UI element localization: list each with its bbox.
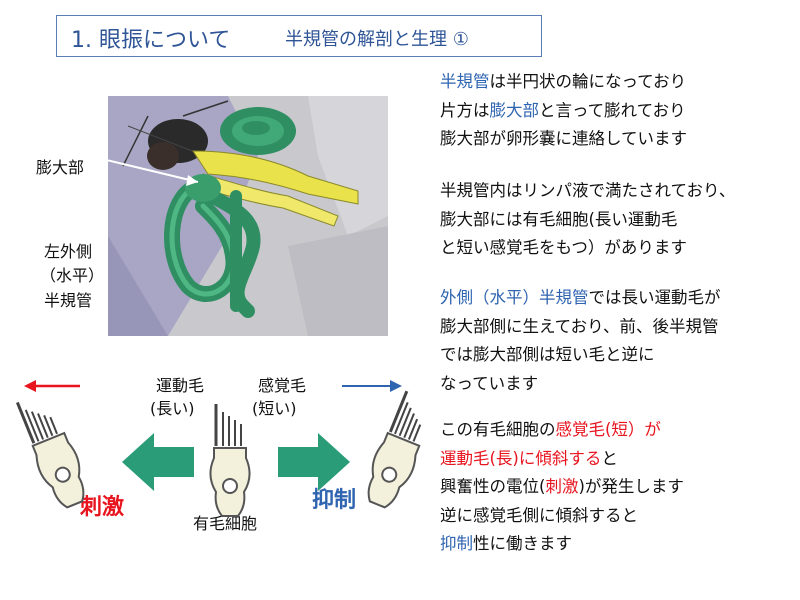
stereocilia-label-line2: (短い) [252,399,297,418]
p4-term-stereocilia: 感覚毛(短）が [555,420,661,439]
p3-line3: では膨大部側は短い毛と逆に [440,345,655,364]
p4-line1: この有毛細胞の感覚毛(短）が [440,416,684,445]
left-lateral-label-line2: （水平） [40,266,105,285]
right-green-arrow-icon [278,433,350,491]
p4-term-inhibition: 抑制 [440,534,473,553]
hair-cell-upright-icon [209,404,251,517]
p1-line2-text-c: と言って膨れており [539,100,686,120]
kinocilium-label-line2: (長い) [150,399,195,418]
kinocilium-label-line1: 運動毛 [156,376,205,395]
paragraph-stimulation: この有毛細胞の感覚毛(短）が 運動毛(長)に傾斜すると 興奮性の電位(刺激)が発… [440,416,684,559]
left-lateral-label-line3: 半規管 [44,291,93,310]
paragraph-orientation: 外側（水平）半規管では長い運動毛が 膨大部側に生えており、前、後半規管 では膨大… [440,284,721,398]
ampulla-label: 膨大部 [36,158,85,177]
hair-cell-label: 有毛細胞 [193,514,258,533]
stereocilia-label-line1: 感覚毛 [258,376,307,395]
p1-line1-text: は半円状の輪になっており [489,72,687,91]
left-lateral-label-line1: 左外側 [44,242,93,261]
p3-line4: なっています [440,373,539,393]
p3-line1: 外側（水平）半規管では長い運動毛が [440,284,721,313]
anatomy-drawing [108,96,388,336]
semicircular-canal-illustration [108,96,388,336]
inhibition-label: 抑制 [312,488,357,513]
left-green-arrow-icon [122,433,194,491]
p1-line1: 半規管は半円状の輪になっており [440,68,687,97]
title-main: 1. 眼振について [71,28,231,53]
p4-line3-text-a: 興奮性の電位( [440,477,546,496]
hair-cell-tilted-left-icon [15,401,85,509]
title-box: 1. 眼振について 半規管の解剖と生理 ① [56,15,542,57]
p4-line3-text-c: )が発生します [578,477,684,496]
p3-line1-text: では長い運動毛が [588,288,721,307]
paragraph-lymph: 半規管内はリンパ液で満たされており、 膨大部には有毛細胞(長い運動毛 と短い感覚… [440,177,735,263]
title-subtitle: 半規管の解剖と生理 ① [285,29,469,50]
blue-direction-arrow-icon [342,380,402,392]
p1-term-ampulla: 膨大部 [489,100,540,120]
p1-line2: 片方は膨大部と言って膨れており [440,97,687,126]
p2-line1: 半規管内はリンパ液で満たされており、 [440,181,736,200]
hair-cell-tilted-right-icon [367,390,422,509]
excitation-label: 刺激 [80,495,125,520]
p1-term-semicircular-canal: 半規管 [440,72,490,91]
p4-term-tilt-kinocilium: 運動毛(長)に傾斜する [440,448,602,468]
p4-term-excitation: 刺激 [545,477,579,496]
p4-line3: 興奮性の電位(刺激)が発生します [440,473,684,502]
p2-line3: と短い感覚毛をもつ）があります [440,238,687,257]
p4-line5: 抑制性に働きます [440,530,684,559]
p3-term-lateral-canal: 外側（水平）半規管 [440,288,589,307]
p1-line3: 膨大部が卵形嚢に連絡しています [440,129,688,148]
p4-line4: 逆に感覚毛側に傾斜すると [440,505,638,525]
p4-line1-text: この有毛細胞の [440,420,556,439]
p4-line2-text: と [601,448,618,468]
red-direction-arrow-icon [24,380,80,392]
p2-line2: 膨大部には有毛細胞(長い運動毛 [440,209,678,229]
p3-line2: 膨大部側に生えており、前、後半規管 [440,316,719,336]
paragraph-anatomy: 半規管は半円状の輪になっており 片方は膨大部と言って膨れており 膨大部が卵形嚢に… [440,68,687,154]
p1-line2-text-a: 片方は [440,100,490,120]
p4-line5-text: 性に働きます [473,534,572,553]
p4-line2: 運動毛(長)に傾斜すると [440,445,684,474]
